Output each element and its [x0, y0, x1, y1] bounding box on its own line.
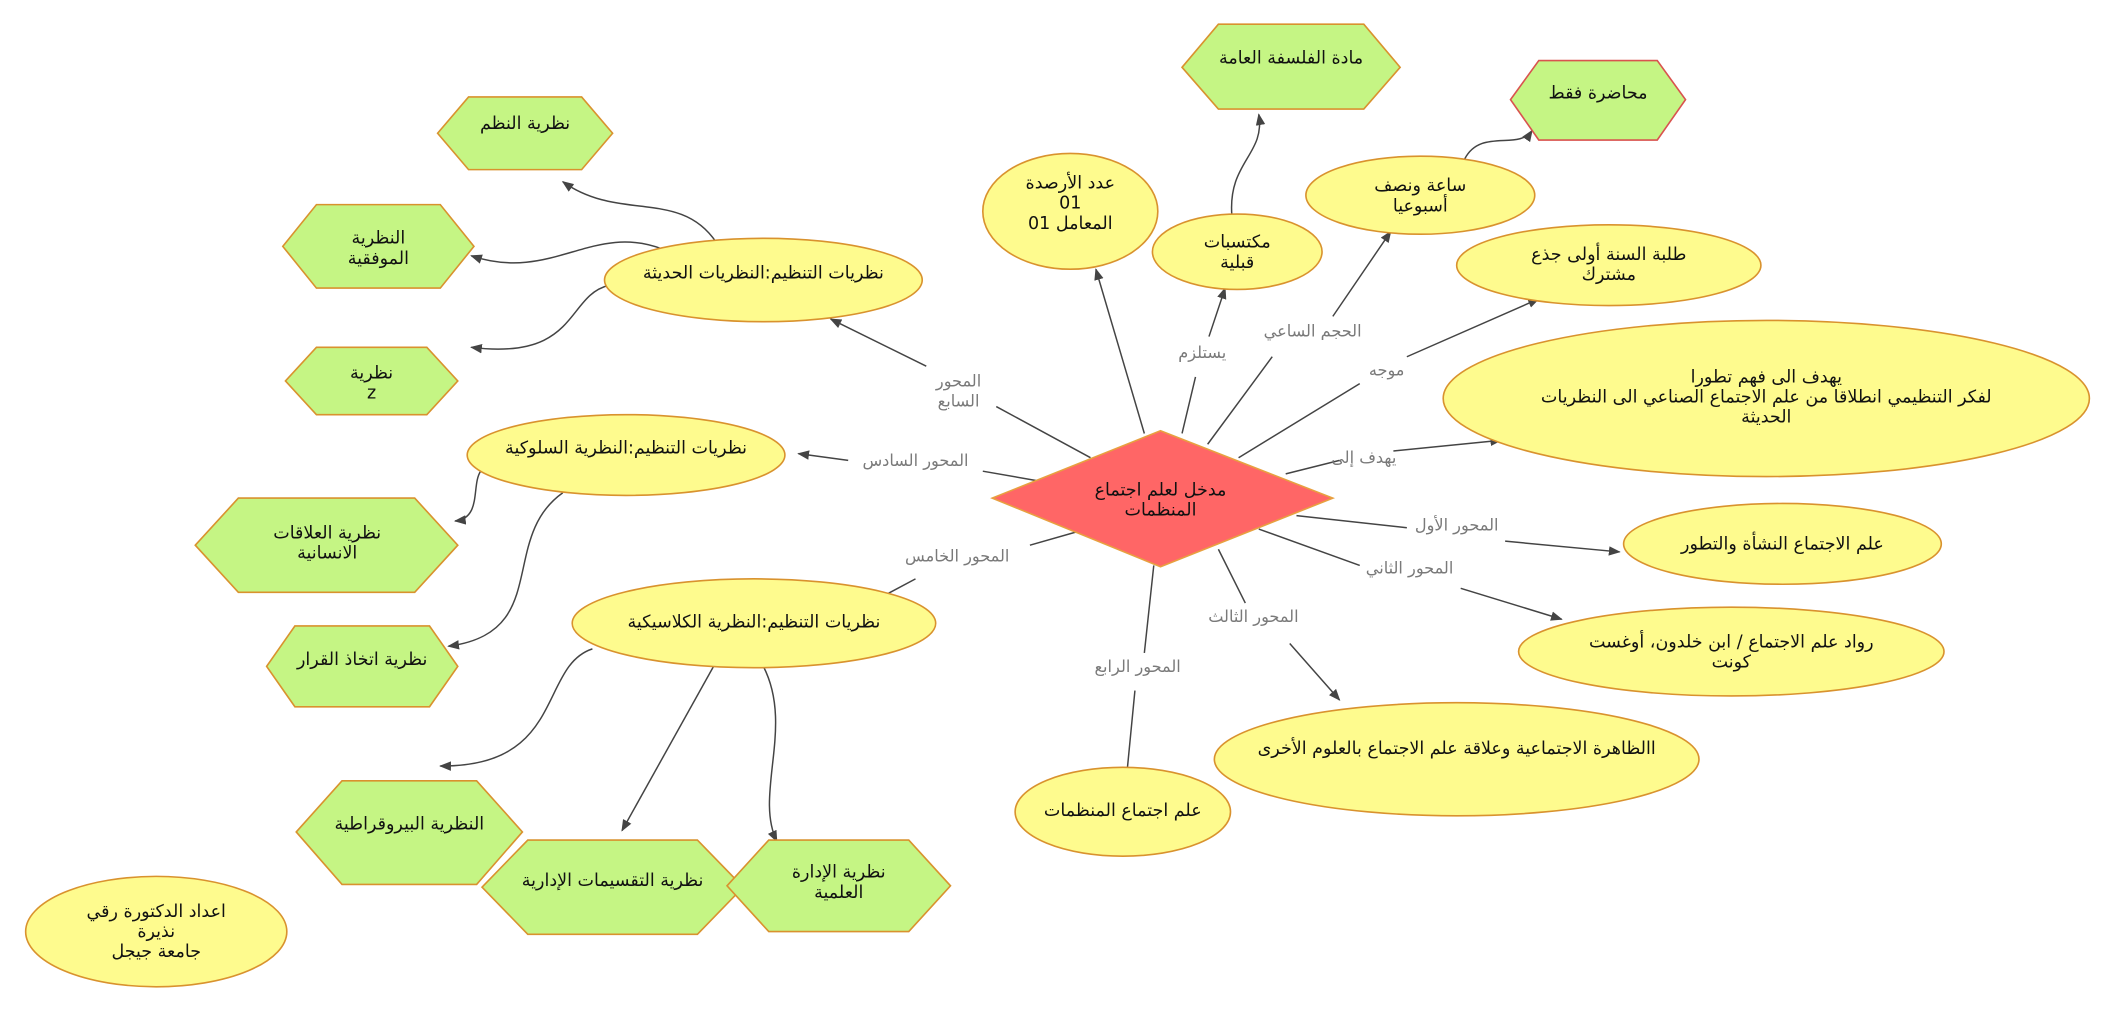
- edge-philosophy: [1230, 113, 1266, 216]
- label-axis4: المحور الرابع: [1094, 657, 1180, 677]
- label-axis5: المحور الخامس: [905, 546, 1009, 566]
- edge-admin-divisions: [621, 666, 715, 832]
- edges: [439, 113, 1619, 843]
- node-axis4[interactable]: علم اجتماع المنظمات: [1014, 766, 1232, 857]
- node-admin-divisions[interactable]: نظرية التقسيمات الإدارية: [480, 839, 745, 936]
- svg-text:مادة الفلسفة العامة: مادة الفلسفة العامة: [1219, 48, 1363, 68]
- edge-students: [1238, 299, 1539, 459]
- svg-text:علم اجتماع المنظمات: علم اجتماع المنظمات: [1044, 801, 1202, 821]
- svg-text:االظاهرة الاجتماعية وعلاقة علم: االظاهرة الاجتماعية وعلاقة علم الاجتماع …: [1258, 737, 1656, 759]
- node-lecture-only[interactable]: محاضرة فقط: [1509, 59, 1687, 141]
- edge-theory-z: [470, 284, 609, 354]
- svg-text:نظرية اتخاذ القرار: نظرية اتخاذ القرار: [296, 650, 427, 670]
- svg-text:نظريات التنظيم:النظرية الكلاسي: نظريات التنظيم:النظرية الكلاسيكية: [627, 612, 880, 632]
- label-requires: يستلزم: [1178, 343, 1226, 363]
- edge-human-relations: [453, 470, 482, 525]
- edge-axis4: [1126, 565, 1155, 787]
- label-axis6: المحور السادس: [862, 451, 968, 471]
- edge-lecture: [1464, 129, 1533, 160]
- node-decision[interactable]: نظرية اتخاذ القرار: [265, 625, 459, 708]
- svg-text:نظريات التنظيم:النظرية السلوكي: نظريات التنظيم:النظرية السلوكية: [505, 439, 747, 459]
- svg-text:محاضرة فقط: محاضرة فقط: [1548, 83, 1647, 103]
- edge-scientific: [762, 666, 778, 843]
- edge-bureaucracy: [439, 648, 593, 771]
- svg-text:نظرية التقسيمات الإدارية: نظرية التقسيمات الإدارية: [522, 871, 704, 891]
- node-systems[interactable]: نظرية النظم: [436, 96, 614, 171]
- edge-hours: [1207, 232, 1391, 445]
- node-axis7[interactable]: نظريات التنظيم:النظريات الحديثة: [603, 237, 924, 323]
- edge-axis7: [831, 319, 1091, 459]
- edge-axis2: [1258, 528, 1562, 619]
- edge-axis1: [1296, 514, 1619, 552]
- svg-text:نظريات التنظيم:النظريات الحديث: نظريات التنظيم:النظريات الحديثة: [643, 264, 884, 284]
- node-bureaucracy[interactable]: النظرية البيروقراطية: [295, 779, 524, 886]
- label-aims: يهدف إلى: [1331, 448, 1396, 468]
- label-axis1: المحور الأول: [1415, 514, 1499, 535]
- edge-labels: يستلزم الحجم الساعي موجه يهدف إلى المحور…: [862, 322, 1498, 677]
- edge-axis5: [875, 531, 1078, 601]
- svg-text:النظرية البيروقراطية: النظرية البيروقراطية: [335, 814, 485, 834]
- node-axis3[interactable]: االظاهرة الاجتماعية وعلاقة علم الاجتماع …: [1213, 701, 1700, 817]
- svg-text:نظرية النظم: نظرية النظم: [480, 114, 570, 134]
- edge-contingency: [470, 241, 663, 264]
- edge-prerequisites: [1181, 288, 1225, 434]
- edge-systems: [561, 181, 717, 243]
- node-axis6[interactable]: نظريات التنظيم:النظرية السلوكية: [466, 413, 786, 497]
- edge-axis6: [798, 454, 1037, 482]
- label-hours: الحجم الساعي: [1264, 322, 1362, 342]
- svg-text:علم الاجتماع النشأة والتطور: علم الاجتماع النشأة والتطور: [1680, 531, 1884, 554]
- node-philosophy[interactable]: مادة الفلسفة العامة: [1180, 23, 1402, 110]
- node-axis1[interactable]: علم الاجتماع النشأة والتطور: [1622, 502, 1943, 586]
- node-axis5[interactable]: نظريات التنظيم:النظرية الكلاسيكية: [571, 578, 937, 669]
- edge-credits: [1094, 268, 1146, 434]
- label-axis2: المحور الثاني: [1366, 558, 1454, 578]
- edge-goal: [1285, 440, 1501, 475]
- edge-axis3: [1217, 548, 1339, 700]
- label-axis3: المحور الثالث: [1208, 607, 1298, 627]
- label-directed: موجه: [1369, 361, 1405, 381]
- edge-decision: [447, 492, 564, 650]
